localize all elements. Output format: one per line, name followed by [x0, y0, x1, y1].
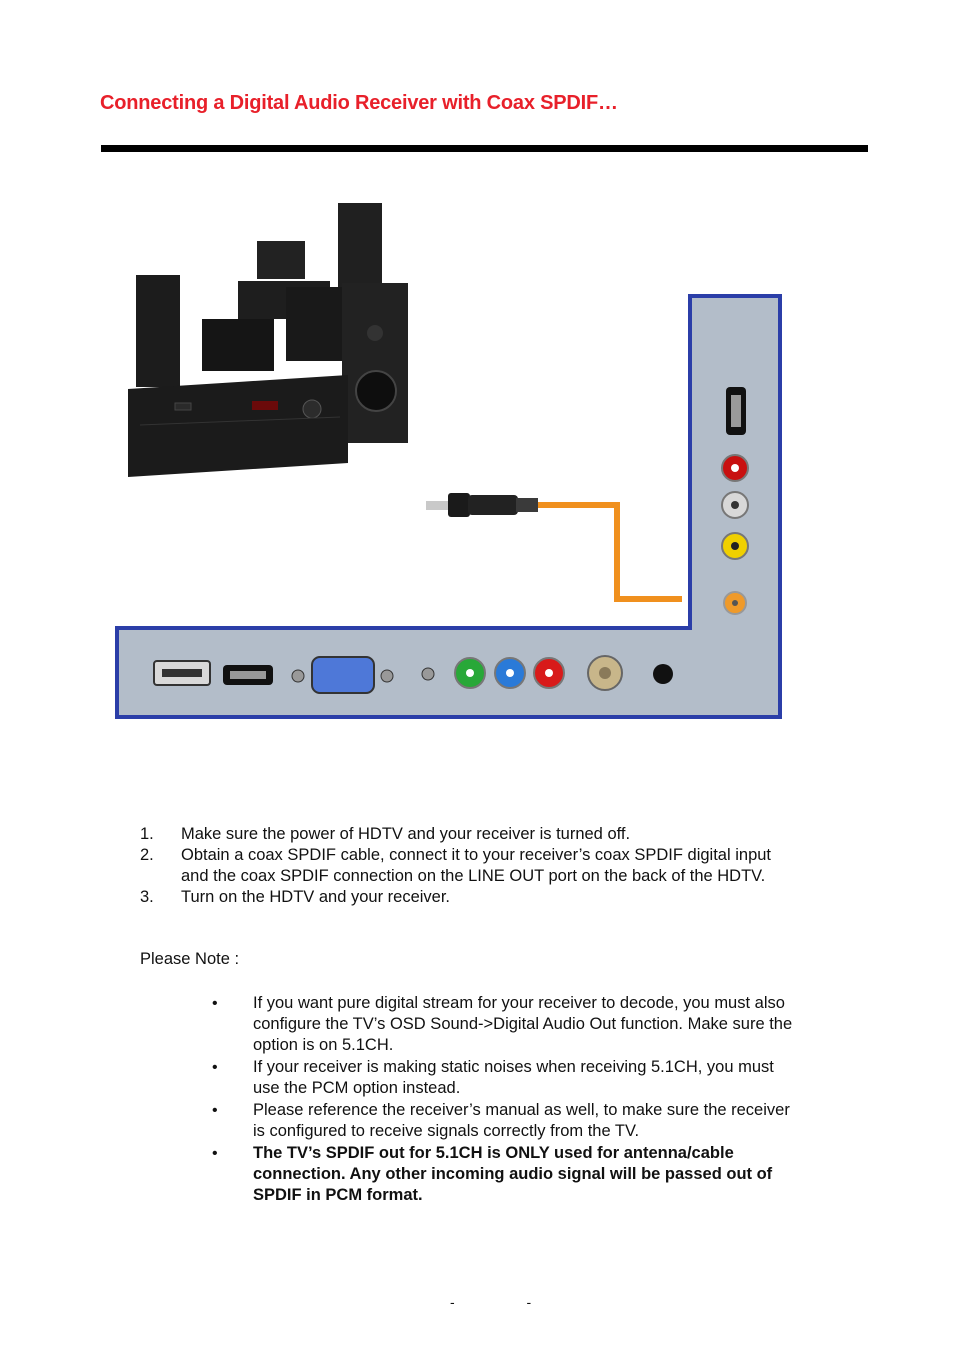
note-text: If you want pure digital stream for your… — [253, 994, 793, 1054]
page-title: Connecting a Digital Audio Receiver with… — [100, 92, 618, 114]
bullet-icon: • — [212, 1102, 218, 1119]
note-item: • If your receiver is making static nois… — [212, 1057, 802, 1099]
bullet-icon: • — [212, 1145, 218, 1162]
av-receiver — [128, 375, 348, 477]
bullet-icon: • — [212, 1059, 218, 1076]
note-text: Please reference the receiver’s manual a… — [253, 1101, 790, 1140]
bottom-ports — [153, 655, 673, 694]
top-speaker — [257, 241, 305, 279]
step-item: 1. Make sure the power of HDTV and your … — [140, 824, 800, 845]
instruction-steps: 1. Make sure the power of HDTV and your … — [140, 824, 800, 908]
audio-out-jack — [653, 664, 673, 684]
note-label: Please Note : — [140, 950, 240, 968]
center-speaker — [202, 319, 274, 371]
step-item: 3. Turn on the HDTV and your receiver. — [140, 887, 800, 908]
step-text: Turn on the HDTV and your receiver. — [181, 888, 451, 906]
home-theater-image — [128, 203, 408, 477]
note-text: If your receiver is making static noises… — [253, 1058, 774, 1097]
connection-diagram — [115, 203, 782, 719]
step-number: 2. — [140, 846, 154, 864]
right-tall-speaker — [338, 203, 382, 293]
vga-port — [311, 656, 375, 694]
subwoofer — [342, 283, 408, 443]
coax-cable — [536, 502, 682, 602]
note-item-important: • The TV’s SPDIF out for 5.1CH is ONLY u… — [212, 1143, 802, 1206]
step-number: 1. — [140, 825, 154, 843]
bullet-icon: • — [212, 995, 218, 1012]
step-item: 2. Obtain a coax SPDIF cable, connect it… — [140, 845, 800, 887]
step-text: Make sure the power of HDTV and your rec… — [181, 825, 631, 843]
left-speaker — [136, 275, 180, 387]
note-text: The TV’s SPDIF out for 5.1CH is ONLY use… — [253, 1144, 773, 1204]
note-item: • If you want pure digital stream for yo… — [212, 993, 802, 1056]
side-ports — [721, 387, 749, 615]
step-text: Obtain a coax SPDIF cable, connect it to… — [181, 846, 772, 885]
page-footer: - - — [450, 1294, 566, 1310]
rca-plug — [426, 493, 538, 517]
note-list: • If you want pure digital stream for yo… — [212, 993, 802, 1207]
step-number: 3. — [140, 888, 154, 906]
note-item: • Please reference the receiver’s manual… — [212, 1100, 802, 1142]
title-rule — [101, 145, 868, 152]
